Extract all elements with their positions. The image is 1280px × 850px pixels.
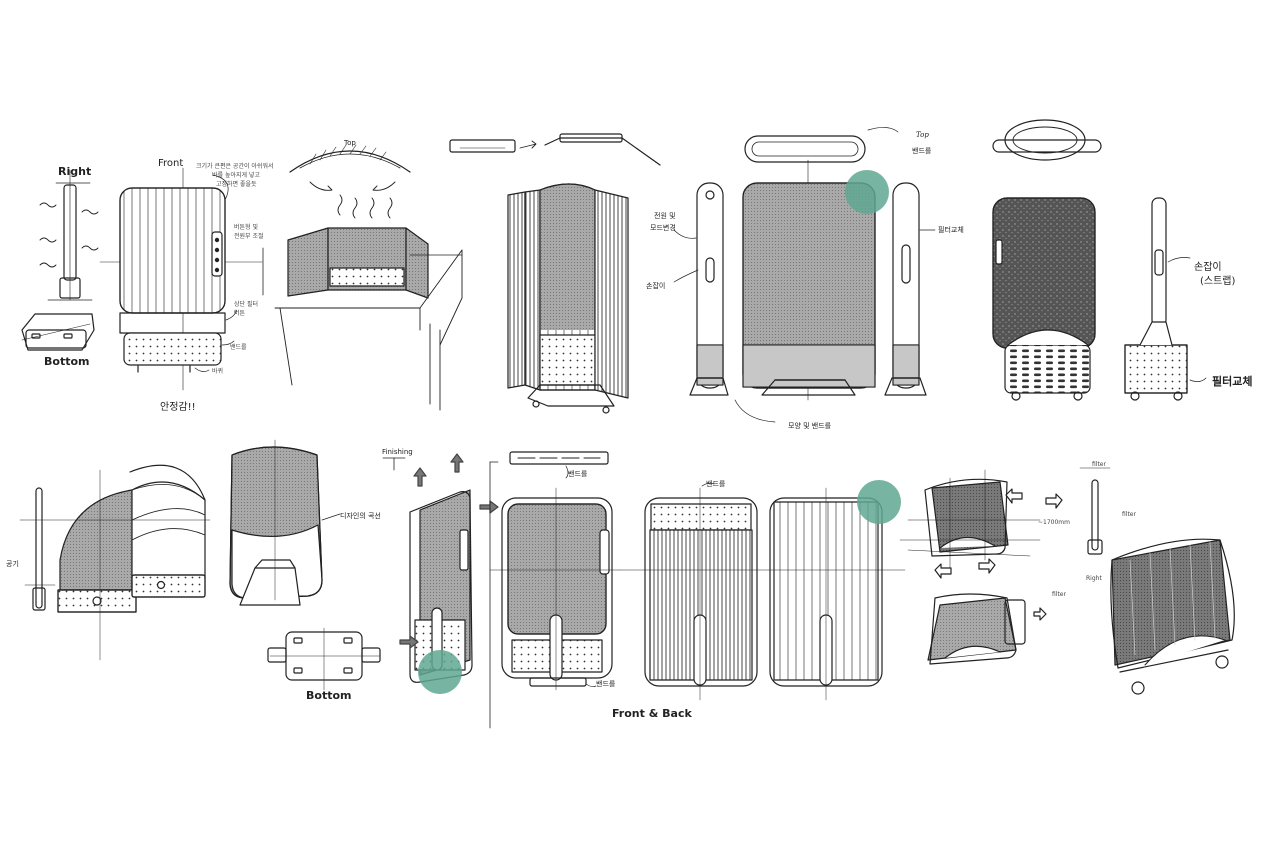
label-filter-swap-2: 필터교체: [1212, 375, 1253, 388]
label-top: Top: [344, 139, 356, 147]
sketch-l-tapered-purifier: [899, 469, 1063, 665]
label-foot-note: 바퀴: [212, 368, 224, 375]
label-dim-2: filter: [1122, 511, 1136, 518]
label-band-top: 밴드를: [568, 470, 588, 478]
label-stable-note: 안정감!!: [160, 402, 196, 413]
label-finishing: Finishing: [382, 448, 413, 456]
label-top-note-1: Top: [916, 131, 929, 139]
label-side-note-1: 버튼형 및: [234, 224, 258, 231]
sketch-a-side-view: [39, 169, 99, 301]
label-top-note-2: 밴드를: [912, 147, 932, 155]
label-bottom-1: Bottom: [44, 355, 90, 368]
label-power-note-1: 전원 및: [654, 212, 676, 220]
label-mid-note-1: 상단 필터: [234, 301, 258, 308]
sketch-a-bottom-view: [21, 313, 95, 351]
label-band-top-2: 밴드를: [706, 480, 726, 488]
label-handle-strap-2: (스트랩): [1200, 276, 1236, 287]
accent-marker-3: [418, 650, 462, 694]
sketch-e-band-purifier: [673, 127, 936, 423]
label-handle-strap-1: 손잡이: [1194, 262, 1222, 273]
label-base-note: 모양 및 밴드를: [788, 422, 832, 430]
label-band-bottom: 밴드를: [596, 680, 616, 688]
label-mid-note-2: 버튼: [234, 310, 246, 317]
label-handle-note: 손잡이: [646, 282, 666, 290]
label-front-back: Front & Back: [612, 707, 692, 720]
label-side-note-2: 전원부 조절: [234, 233, 264, 240]
label-side-left: 공기: [6, 560, 19, 568]
sketch-h-capsule-purifier: [229, 439, 381, 691]
label-front-note-1: 크기가 큰편은 공간이 아쉬워서: [196, 163, 274, 170]
sketch-b-front-purifier: [99, 167, 264, 391]
sketch-f-speckled-purifier: [992, 119, 1207, 401]
label-dim-3: Right: [1086, 575, 1102, 582]
label-filter-swap: 필터교체: [938, 226, 964, 234]
label-bottom-2: Bottom: [306, 689, 352, 702]
label-pressure-note: 밴드를: [230, 344, 247, 351]
sketch-c-top-arc-table: [274, 144, 463, 411]
sketch-d-folding-purifier: [449, 133, 661, 414]
label-dim-5: filter: [1092, 461, 1106, 468]
label-curve-note: 디자인의 곡선: [340, 512, 381, 520]
label-right: Right: [58, 165, 92, 178]
label-front-note-3: 고정하면 좋을듯: [216, 181, 257, 188]
label-dim-1: filter: [1052, 591, 1066, 598]
accent-marker-1: [845, 170, 889, 214]
label-dim-4: ~1700mm: [1038, 519, 1070, 526]
label-front-note-2: 바를 높아지게 넣고: [212, 172, 260, 179]
accent-marker-2: [857, 480, 901, 524]
sketch-k-front-back-purifier: [619, 482, 906, 701]
label-power-note-2: 모드변경: [650, 224, 676, 232]
label-front: Front: [158, 158, 184, 169]
sketch-j-front-purifier: [489, 451, 621, 691]
sketch-g-dome-purifier: [19, 464, 211, 661]
sketch-m-arched-purifier: [1079, 467, 1235, 695]
